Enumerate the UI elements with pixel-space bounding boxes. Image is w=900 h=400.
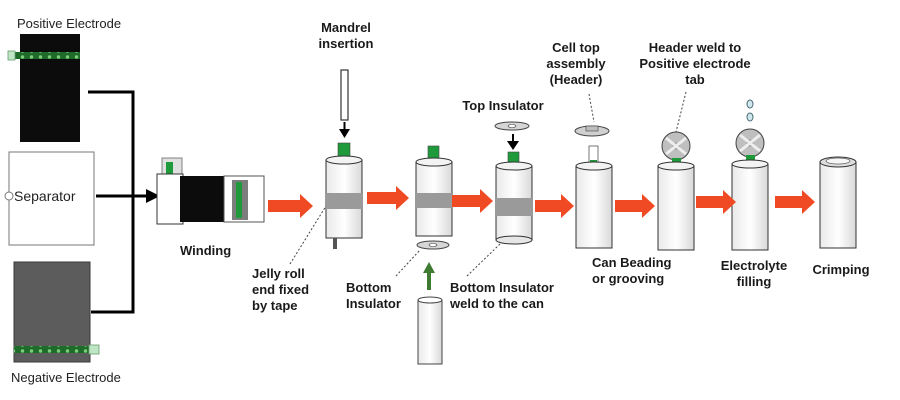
top-insulator-label: Top Insulator [462, 98, 544, 113]
header-weld-stage [657, 131, 695, 251]
process-arrows [268, 186, 815, 218]
feed-connector-lines [88, 90, 148, 314]
crimping-label: Crimping [812, 262, 870, 277]
process-arrow-1 [268, 194, 313, 218]
winding-label: Winding [180, 243, 232, 258]
process-arrow-2 [367, 186, 409, 210]
jelly-roll-label: Jelly roll end fixed by tape [252, 266, 310, 313]
electrolyte-stage [731, 99, 769, 251]
process-arrow-6 [696, 190, 736, 214]
process-arrow-5 [615, 194, 655, 218]
winding-assembly [156, 157, 265, 225]
process-arrow-3 [452, 189, 493, 213]
leader-lines [289, 91, 687, 277]
negative-electrode-label: Negative Electrode [11, 370, 121, 385]
cell-top-stage [574, 125, 613, 249]
positive-electrode-label: Positive Electrode [17, 16, 122, 31]
positive-electrode-sheet [7, 34, 80, 142]
separator-label: Separator [14, 188, 76, 204]
bottom-insulator-weld-label: Bottom Insulator weld to the can [450, 280, 554, 311]
bottom-insulator-stage [415, 145, 453, 365]
process-arrow-4 [535, 194, 574, 218]
feed-arrowhead [146, 189, 160, 203]
top-insulator-stage [494, 121, 533, 245]
crimped-cell [819, 156, 857, 249]
separator-sheet [4, 151, 95, 246]
cell-top-assembly-label: Cell top assembly (Header) [546, 40, 606, 87]
header-weld-label: Header weld to Positive electrode tab [639, 40, 751, 87]
bottom-insulator-label: Bottom Insulator [346, 280, 401, 311]
mandrel-stage [325, 69, 363, 249]
mandrel-insertion-label: Mandrel insertion [318, 20, 374, 51]
negative-electrode-sheet [13, 261, 100, 363]
electrolyte-filling-label: Electrolyte filling [720, 258, 788, 289]
process-arrow-7 [775, 190, 815, 214]
can-beading-label: Can Beading or grooving [592, 255, 672, 286]
